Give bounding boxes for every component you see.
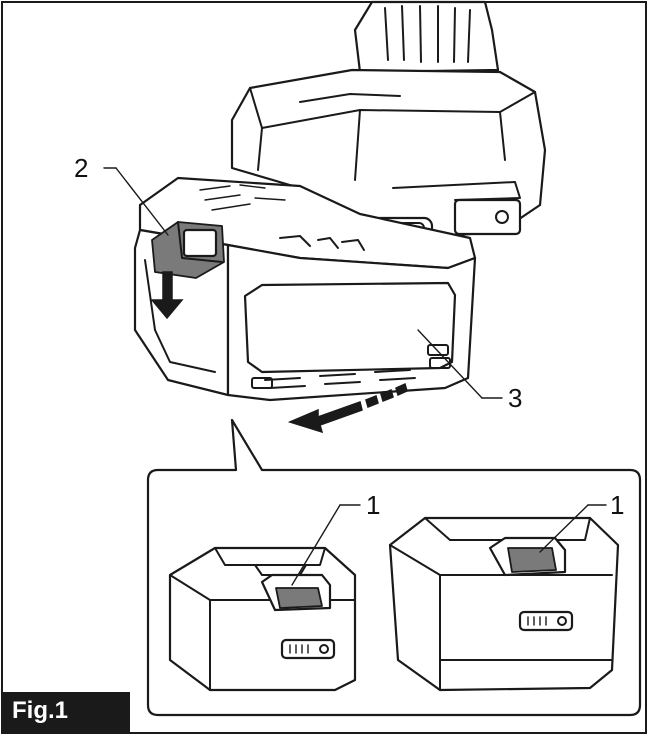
battery-large: [388, 516, 620, 692]
callout-1-small: 1: [366, 490, 380, 520]
callout-1b-leader: [539, 504, 589, 553]
callout-3: 3: [508, 383, 522, 413]
callout-2-leader: [115, 167, 169, 236]
callout-2: 2: [74, 153, 88, 183]
callout-1-large: 1: [610, 490, 624, 520]
battery-pack: [133, 176, 477, 402]
figure-label-box: Fig.1: [2, 692, 130, 733]
battery-small: [168, 546, 357, 692]
slide-direction-arrow: [287, 382, 408, 434]
callout-3-leader: [417, 329, 483, 399]
figure-label: Fig.1: [12, 697, 69, 724]
callout-1a-leader: [291, 504, 341, 586]
